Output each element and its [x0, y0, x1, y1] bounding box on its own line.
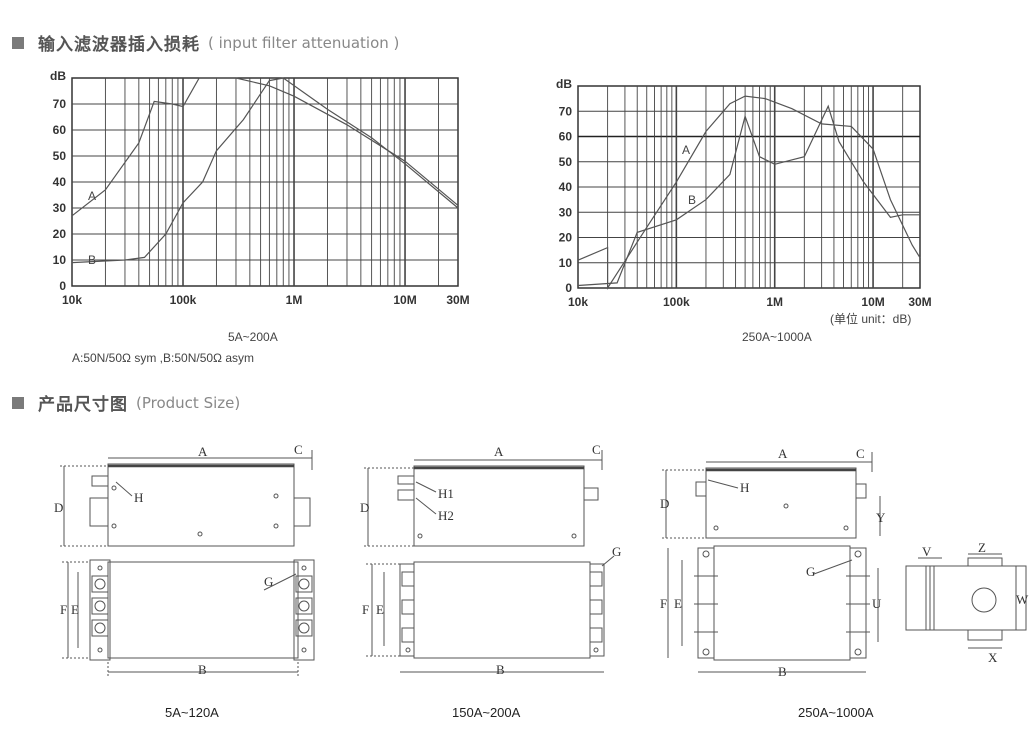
y-tick-label: 60 [53, 123, 67, 137]
x-tick-label: 10M [861, 295, 884, 309]
x-tick-label: 1M [286, 293, 303, 307]
series-line-a [71, 77, 459, 217]
dim-label-e: E [376, 602, 384, 617]
x-tick-label: 100k [663, 295, 690, 309]
y-tick-label: 70 [53, 97, 67, 111]
dim-label-f: F [362, 602, 369, 617]
chart-1-legend-note: A:50N/50Ω sym ,B:50N/50Ω asym [72, 351, 255, 365]
x-tick-label: 30M [908, 295, 931, 309]
series-line-b [71, 77, 459, 264]
dim-label-g: G [264, 574, 273, 589]
drawing-large-caption: 250A~1000A [798, 705, 874, 720]
dimension-drawing-small: A C D H G F E B [54, 442, 315, 677]
series-label-a: A [88, 189, 96, 203]
dim-label-x: X [988, 650, 998, 665]
drawing-small-caption: 5A~120A [165, 705, 219, 720]
y-tick-label: 30 [53, 201, 67, 215]
section-title-en: ( input filter attenuation ) [208, 33, 400, 52]
y-axis-label: dB [50, 69, 66, 83]
dim-label-c: C [294, 442, 303, 457]
y-tick-label: 50 [559, 155, 573, 169]
dim-label-v: V [922, 544, 932, 559]
y-axis-label: dB [556, 77, 572, 91]
x-tick-label: 100k [170, 293, 197, 307]
dim-label-b: B [198, 662, 207, 677]
dimension-drawing-large: A C D H Y G F E U B V Z W X [660, 446, 1029, 679]
series-label-b: B [688, 193, 696, 207]
section-title-zh: 输入滤波器插入损耗 [38, 35, 200, 55]
series-line-a [577, 95, 921, 291]
section-title-size: 产品尺寸图 (Product Size) [12, 390, 240, 415]
section-title-zh: 产品尺寸图 [38, 395, 128, 415]
series-line-b [577, 104, 920, 287]
y-tick-label: 60 [559, 130, 573, 144]
y-tick-label: 0 [59, 279, 66, 293]
chart-frame [71, 77, 459, 287]
y-tick-label: 10 [559, 256, 573, 270]
series-label-a: A [682, 143, 690, 157]
y-tick-label: 30 [559, 205, 573, 219]
dim-label-b: B [778, 664, 787, 679]
dim-label-h2: H2 [438, 508, 454, 523]
y-tick-label: 10 [53, 253, 67, 267]
section-title-attenuation: 输入滤波器插入损耗 ( input filter attenuation ) [12, 30, 399, 55]
dim-label-e: E [71, 602, 79, 617]
x-tick-label: 10M [393, 293, 416, 307]
x-tick-label: 30M [446, 293, 469, 307]
section-title-en: (Product Size) [136, 393, 241, 412]
dim-label-f: F [660, 596, 667, 611]
dim-label-g: G [806, 564, 815, 579]
dim-label-a: A [494, 444, 504, 459]
y-tick-label: 70 [559, 104, 573, 118]
y-tick-label: 20 [53, 227, 67, 241]
dim-label-h: H [740, 480, 749, 495]
x-tick-label: 10k [568, 295, 588, 309]
chart-1-caption: 5A~200A [228, 330, 278, 344]
y-tick-label: 40 [559, 180, 573, 194]
square-bullet-icon [12, 36, 24, 49]
dim-label-c: C [592, 442, 601, 457]
dim-label-c: C [856, 446, 865, 461]
x-tick-label: 10k [62, 293, 82, 307]
series-label-b: B [88, 253, 96, 267]
y-tick-label: 0 [565, 281, 572, 295]
dim-label-d: D [360, 500, 369, 515]
y-tick-label: 50 [53, 149, 67, 163]
dim-label-h: H [134, 490, 143, 505]
dimension-drawing-medium: A C D H1 H2 G F E B [360, 442, 621, 677]
dim-label-d: D [660, 496, 669, 511]
dim-label-b: B [496, 662, 505, 677]
dim-label-d: D [54, 500, 63, 515]
dim-label-a: A [778, 446, 788, 461]
square-bullet-icon [12, 396, 24, 409]
dim-label-z: Z [978, 540, 986, 555]
y-tick-label: 20 [559, 231, 573, 245]
chart-2-caption: 250A~1000A [742, 330, 812, 344]
dim-label-g: G [612, 544, 621, 559]
dim-label-e: E [674, 596, 682, 611]
drawing-medium-caption: 150A~200A [452, 705, 521, 720]
dim-label-y: Y [876, 510, 886, 525]
chart-2-unit-note: (单位 unit：dB) [830, 312, 912, 326]
dim-label-u: U [872, 596, 882, 611]
dim-label-h1: H1 [438, 486, 454, 501]
y-tick-label: 40 [53, 175, 67, 189]
dim-label-a: A [198, 444, 208, 459]
chart-frame [577, 85, 921, 289]
dim-label-w: W [1016, 592, 1029, 607]
x-tick-label: 1M [766, 295, 783, 309]
dim-label-f: F [60, 602, 67, 617]
